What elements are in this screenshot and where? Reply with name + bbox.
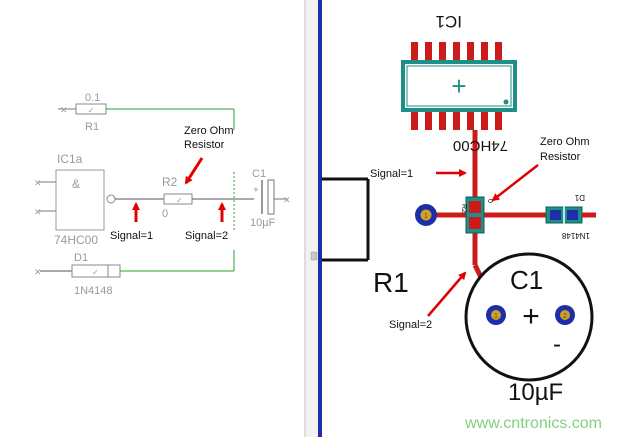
- schematic-d1[interactable]: D1 ✕ ✓ 1N4148: [34, 250, 235, 297]
- ic1-pin1-dot: [503, 99, 509, 105]
- pcb-r1-label: R1: [373, 267, 409, 298]
- pcb-signal2-arrow-icon: [427, 271, 467, 317]
- svg-text:✕: ✕: [34, 267, 42, 277]
- panel-gutter: [304, 0, 318, 437]
- pad1-number: 1: [424, 213, 428, 220]
- c1-minus-sign: -: [553, 331, 561, 358]
- pcb-c1[interactable]: C1 1 2 + - 10µF: [464, 252, 594, 406]
- c1-outline: [464, 252, 594, 382]
- ic1-part-label: 74HC00: [453, 137, 508, 154]
- pcb-d1[interactable]: D1 1N4148: [545, 193, 596, 240]
- d1-ref: D1: [74, 252, 88, 264]
- ic-ref: IC1a: [57, 152, 83, 166]
- schematic-c1[interactable]: C1 + ✕ 10µF: [250, 168, 291, 229]
- c1-plus-sign: +: [522, 300, 540, 333]
- pcb-panel: R1: [322, 12, 602, 432]
- pcb-signal1-label: Signal=1: [370, 168, 413, 180]
- schematic-nand-gate[interactable]: IC1a & 74HC00 ✕ ✕: [34, 152, 116, 247]
- pcb-zero-ohm-line2: Resistor: [540, 151, 581, 163]
- svg-text:✓: ✓: [176, 196, 183, 205]
- r2-value: 0: [162, 208, 168, 220]
- schematic-r1[interactable]: ✕ ✓ 0.1 R1: [58, 92, 235, 133]
- gate-symbol: &: [72, 177, 80, 191]
- ic1-ref-label: IC1: [436, 12, 462, 31]
- d1-pad-1: [550, 210, 561, 220]
- splitter-handle[interactable]: [310, 251, 318, 261]
- svg-text:✕: ✕: [283, 195, 291, 205]
- cap-plate-2: [267, 179, 275, 215]
- pcb-r2-zero-ohm[interactable]: R2 0: [460, 196, 493, 234]
- d1-pad-2: [567, 210, 578, 220]
- d1-part: 1N4148: [74, 285, 113, 297]
- svg-text:✕: ✕: [34, 207, 42, 217]
- cap-polarity: +: [253, 185, 259, 196]
- r1-value: 0.1: [85, 92, 100, 104]
- c1-pad2-number: 2: [563, 313, 567, 320]
- svg-text:✓: ✓: [88, 106, 95, 115]
- r1-ref: R1: [85, 121, 99, 133]
- r2-pad-2: [469, 217, 481, 229]
- watermark: www.cntronics.com: [464, 415, 602, 432]
- pcb-ic1[interactable]: + IC1 74HC00: [401, 12, 517, 154]
- zero-ohm-arrow-icon: [184, 157, 204, 185]
- pcb-d1-ref: D1: [574, 193, 585, 202]
- pcb-r2-ref: R2: [460, 204, 467, 213]
- ic1-outline: [401, 60, 517, 112]
- zero-ohm-callout-line1: Zero Ohm: [184, 125, 234, 137]
- pcb-zero-ohm-line1: Zero Ohm: [540, 136, 590, 148]
- zero-ohm-callout-line2: Resistor: [184, 139, 225, 151]
- pcb-zero-ohm-arrow-icon: [491, 164, 539, 202]
- gate-body: [55, 169, 105, 231]
- cap-value: 10µF: [250, 217, 276, 229]
- ic1-center-mark: +: [451, 71, 466, 101]
- svg-text:✓: ✓: [92, 268, 99, 277]
- schematic-background: [0, 0, 305, 437]
- c1-pad1-number: 1: [494, 313, 498, 320]
- gate-output-bubble: [106, 194, 116, 204]
- signal2-label: Signal=2: [185, 230, 228, 242]
- pcb-signal2-label: Signal=2: [389, 319, 432, 331]
- pcb-panel-border: [318, 0, 322, 437]
- r2-ref: R2: [162, 175, 178, 189]
- pcb-d1-part: 1N4148: [561, 231, 590, 240]
- pcb-pad-signal1[interactable]: 1: [415, 204, 437, 226]
- pcb-c1-value: 10µF: [508, 379, 563, 406]
- svg-text:✕: ✕: [34, 178, 42, 188]
- svg-text:✕: ✕: [60, 105, 68, 115]
- schematic-panel: ✕ ✓ 0.1 R1 IC1a & 74HC00 ✕ ✕ R2 ✓ 0: [0, 0, 305, 437]
- cap-ref: C1: [252, 168, 266, 180]
- pcb-r2-value: 0: [486, 199, 493, 203]
- signal1-label: Signal=1: [110, 230, 153, 242]
- pcb-c1-label: C1: [510, 265, 543, 295]
- r2-pad-1: [469, 201, 481, 213]
- ic-part: 74HC00: [54, 233, 98, 247]
